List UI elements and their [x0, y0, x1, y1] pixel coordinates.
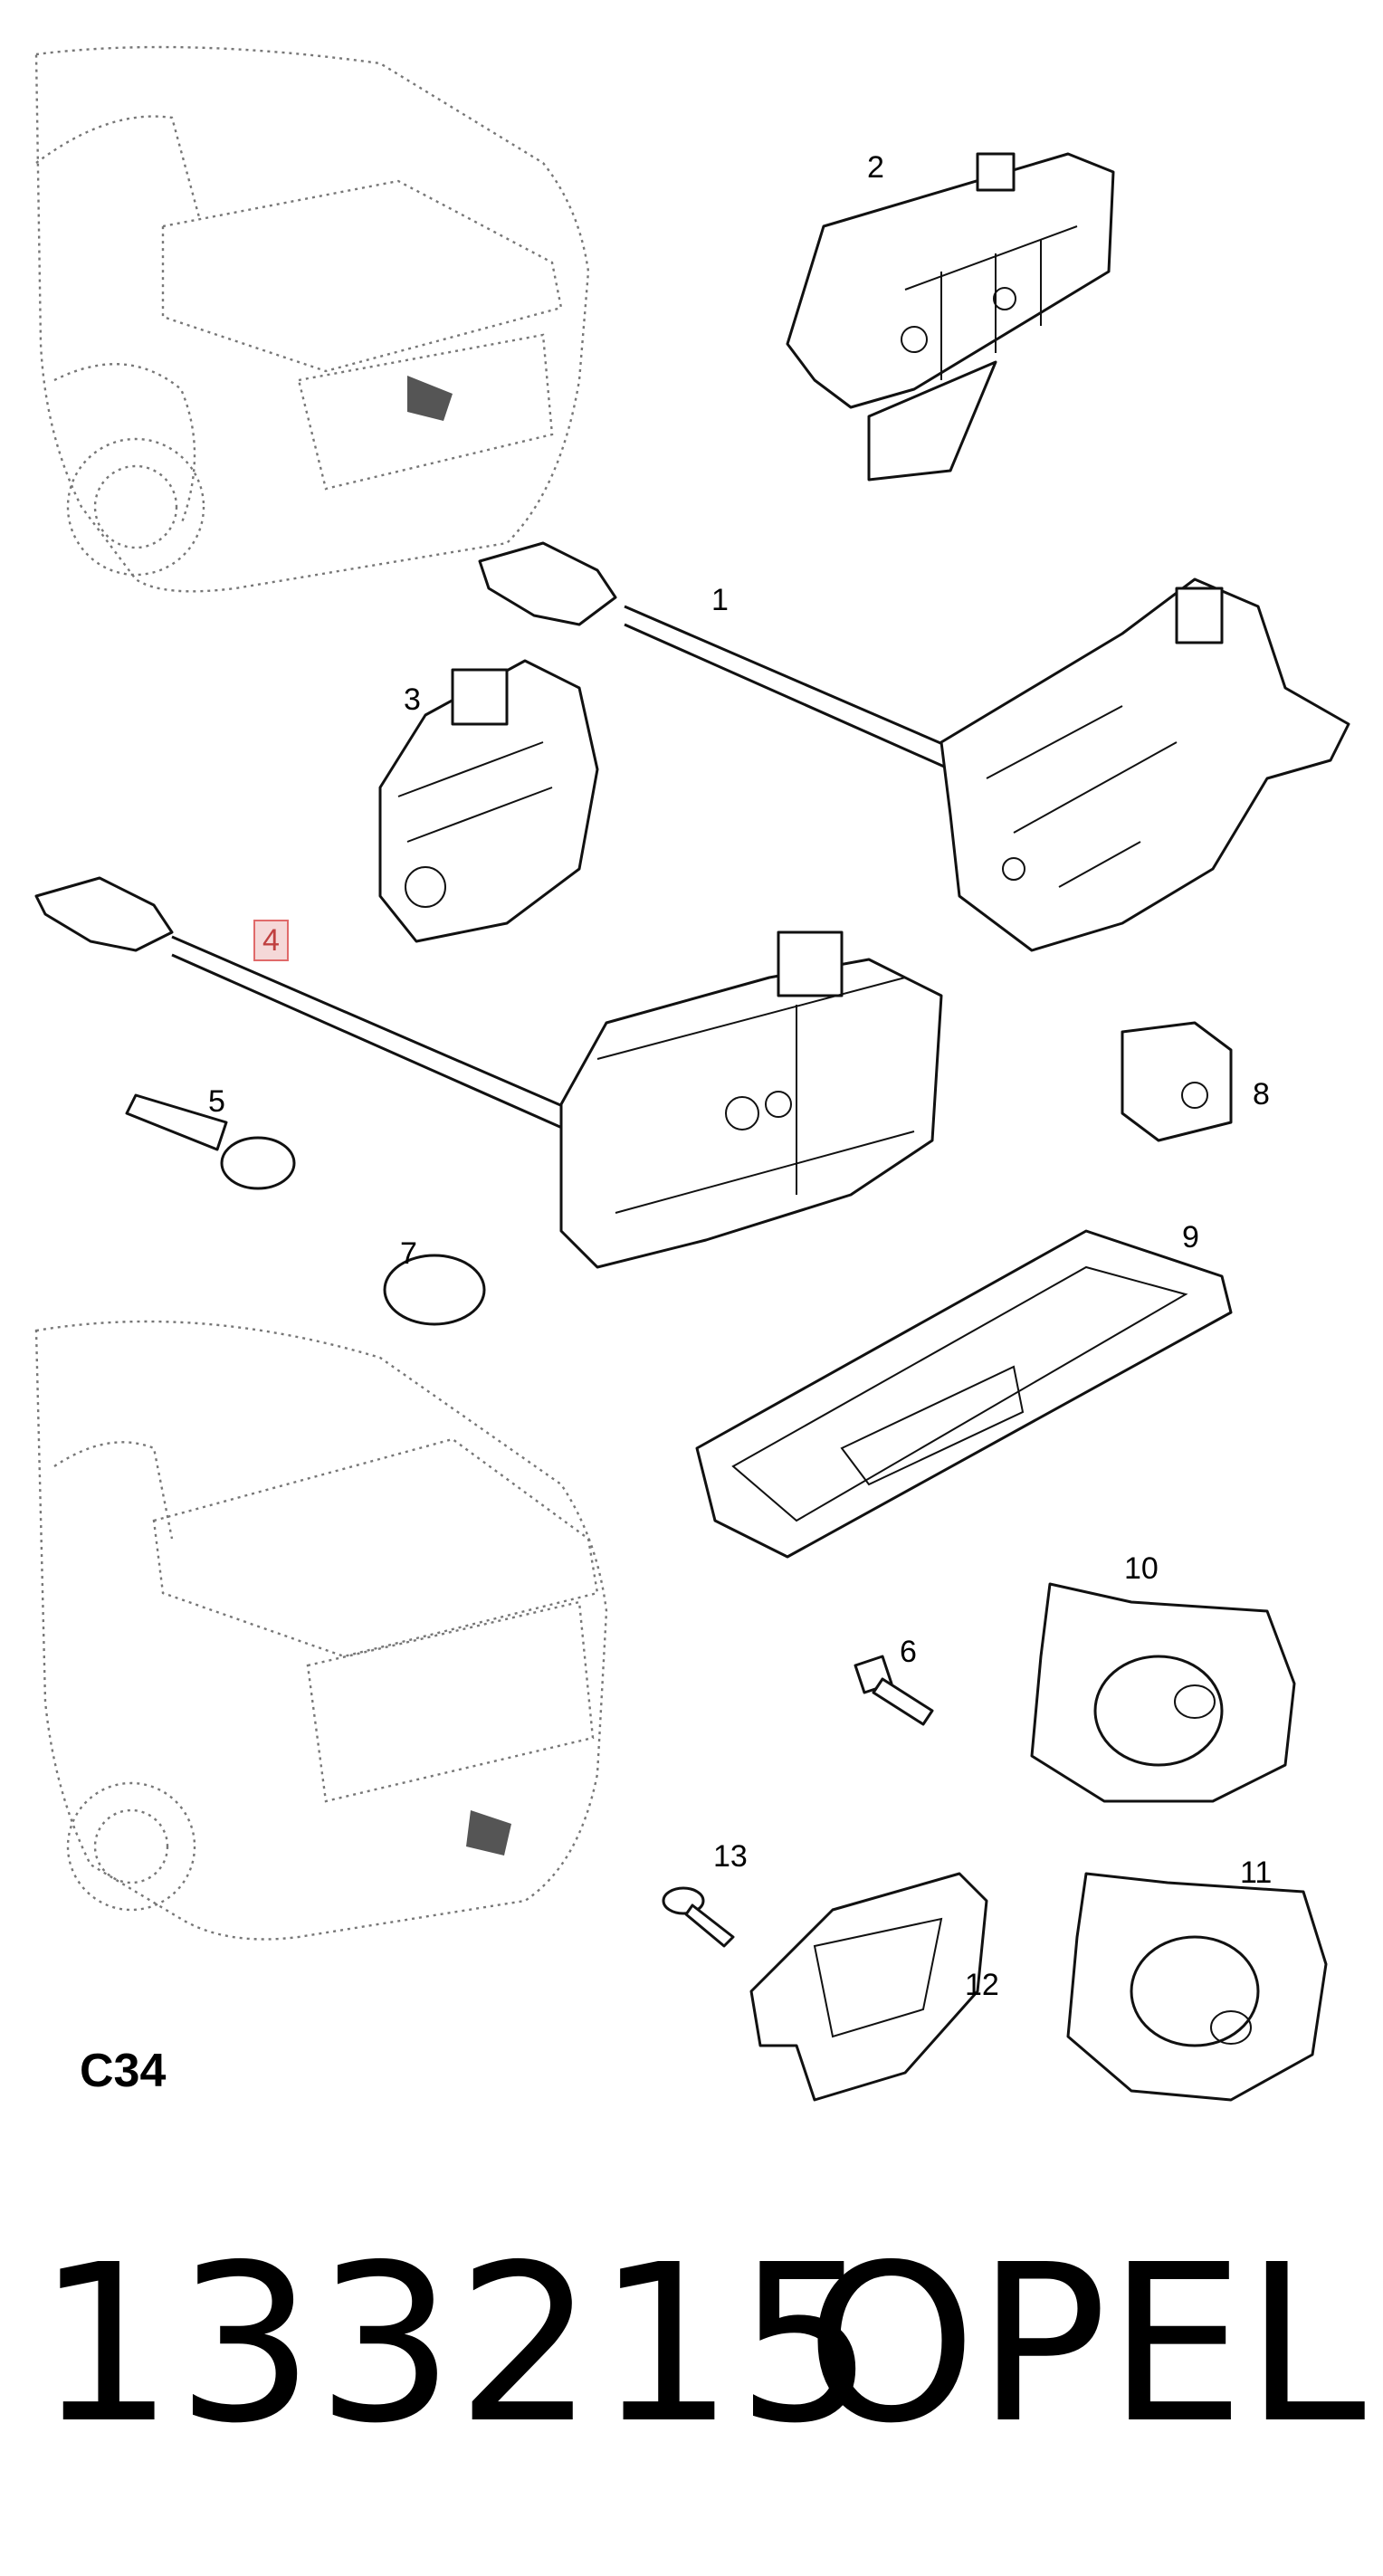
callout-5: 5: [208, 1084, 225, 1119]
lock-location-marker: [407, 376, 453, 421]
lock-location-marker: [466, 1810, 511, 1856]
callout-10: 10: [1124, 1551, 1159, 1586]
part-12-bracket: [749, 1872, 988, 2102]
callout-2: 2: [867, 150, 884, 185]
callout-11: 11: [1240, 1856, 1273, 1890]
part-10-striker: [1030, 1582, 1296, 1803]
callout-1: 1: [711, 583, 729, 617]
callout-12: 12: [965, 1968, 999, 2002]
part-5-lock-cylinder: [125, 1093, 296, 1190]
estate-car-illustration: [34, 1320, 608, 1941]
callout-6: 6: [900, 1635, 917, 1669]
section-code: C34: [80, 2045, 167, 2097]
callout-9: 9: [1182, 1220, 1199, 1255]
callout-4: 4: [253, 920, 289, 961]
callout-3: 3: [404, 682, 421, 717]
part-8-clip: [1121, 1021, 1233, 1142]
part-4-cable-assembly: [34, 876, 943, 1269]
sedan-car-illustration: [34, 45, 590, 593]
part-2-lock-module: [786, 152, 1115, 482]
callout-7: 7: [400, 1236, 417, 1271]
part-11-striker: [1066, 1872, 1328, 2102]
part-1-cable-assembly: [478, 541, 1350, 952]
part-3-actuator: [378, 659, 599, 943]
brand-name: OPEL: [806, 2218, 1366, 2471]
part-number: 133215: [36, 2218, 877, 2471]
part-7-cap: [383, 1254, 486, 1326]
callout-13: 13: [713, 1839, 748, 1874]
part-6-bolt: [854, 1655, 934, 1726]
callout-8: 8: [1253, 1077, 1270, 1111]
part-9-handle-tray: [695, 1229, 1233, 1559]
exploded-parts-diagram: [34, 45, 1350, 2102]
part-13-screw: [662, 1886, 735, 1948]
